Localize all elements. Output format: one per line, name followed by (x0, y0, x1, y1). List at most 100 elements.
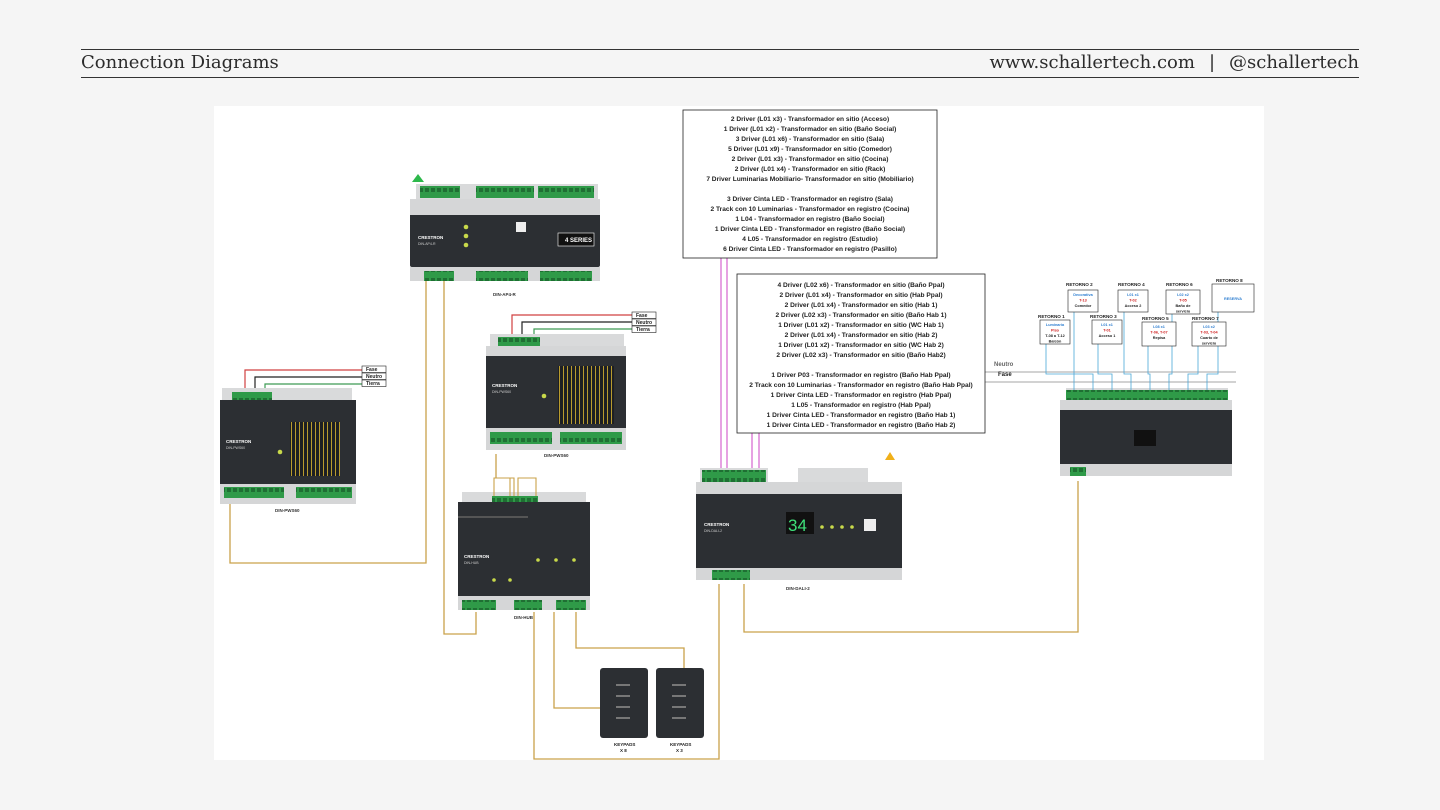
dali-model: DIN-DALI-2 (704, 529, 722, 533)
keypad-group-2: KEYPADS X 3 (656, 668, 704, 753)
website-link[interactable]: www.schallertech.com (989, 52, 1195, 73)
keypad-1-count: X 8 (620, 748, 627, 753)
retorno-l1: L03 x2 (1203, 325, 1215, 329)
status-triangle-green (412, 174, 424, 182)
hub-model: DIN-HUB (464, 561, 479, 565)
load-line: 3 Driver Cinta LED - Transformador en re… (727, 196, 893, 203)
load-line: 2 Driver (L01 x4) - Transformador en sit… (785, 302, 938, 309)
keypad-1-label: KEYPADS (614, 742, 635, 747)
bus-neutro-label: Neutro (994, 362, 1014, 368)
load-line: 1 Driver Cinta LED - Transformador en re… (767, 422, 956, 429)
dali-load-list-1: 2 Driver (L01 x3) - Transformador en sit… (682, 109, 938, 259)
retorno-l3: Comedor (1075, 304, 1092, 308)
retorno-l2: T-03, T-04 (1200, 331, 1218, 335)
retorno-box (1141, 321, 1177, 347)
retorno-wire (1097, 344, 1113, 390)
retorno-l3: Cuarto de (1200, 336, 1218, 340)
connection-diagram: CRESTRON DIN-AP4-R 4 SERIES DIN-AP4-R CR… (214, 106, 1264, 760)
device-din-pws60-left: CRESTRON DIN-PWS60 DIN-PWS60 (220, 388, 356, 513)
keypad-2-label: KEYPADS (670, 742, 691, 747)
load-line: 1 L04 - Transformador en registro (Baño … (735, 216, 884, 223)
pwleft-label: DIN-PWS60 (275, 508, 300, 513)
load-line: 4 L05 - Transformador en registro (Estud… (742, 236, 878, 243)
retorno-l1: L01 x1 (1101, 323, 1113, 327)
retorno-title: RETORNO 3 (1090, 314, 1117, 319)
load-line: 3 Driver (L01 x6) - Transformador en sit… (736, 136, 884, 143)
retorno-l1: L01 x1 (1127, 293, 1139, 297)
retorno-l2: Piso (1051, 329, 1060, 333)
bus-fase-label: Fase (998, 372, 1012, 378)
ap4-label: DIN-AP4-R (493, 292, 517, 297)
retorno-title: RETORNO 7 (1192, 316, 1219, 321)
retorno-l2: T-01 (1103, 329, 1111, 333)
load-line: 2 Driver (L02 x3) - Transformador en sit… (776, 352, 945, 359)
retorno-l1: Decorativa (1073, 293, 1093, 297)
retorno-l4: servicio (1202, 342, 1217, 346)
load-line: 2 Track con 10 Luminarias - Transformado… (749, 382, 973, 389)
label-neutro-mid: Neutro (636, 320, 652, 326)
hub-label: DIN-HUB (514, 615, 534, 620)
wire-hub-keypad-1 (553, 612, 604, 709)
load-line: 1 L05 - Transformador en registro (Hab P… (791, 402, 931, 409)
dali-brand: CRESTRON (704, 522, 729, 527)
retorno-l1: RESERVA (1224, 297, 1242, 301)
pwmid-label: DIN-PWS60 (544, 453, 569, 458)
label-tierra-mid: Tierra (636, 327, 650, 333)
retorno-l1: L02 x2 (1177, 293, 1189, 297)
device-din-hub: CRESTRON DIN-HUB DIN-HUB (458, 477, 590, 620)
ap4-model: DIN-AP4-R (418, 242, 436, 246)
retorno-l3: Baño de (1176, 304, 1191, 308)
device-din-8sw8 (980, 371, 1236, 476)
pwmid-model: DIN-PWS60 (492, 390, 511, 394)
retorno-l2: T-05 (1179, 299, 1187, 303)
load-line: 2 Driver (L01 x3) - Transformador en sit… (731, 116, 889, 123)
load-line: 2 Driver (L01 x4) - Transformador en sit… (785, 332, 938, 339)
retorno-box (1117, 289, 1149, 313)
load-line: 4 Driver (L02 x6) - Transformador en sit… (777, 282, 944, 289)
wire-hub-keypad-2 (575, 612, 685, 668)
retorno-box (1191, 321, 1227, 347)
device-din-ap4-r: CRESTRON DIN-AP4-R 4 SERIES DIN-AP4-R (410, 174, 600, 297)
retorno-wire (1123, 312, 1132, 390)
retorno-wire (1147, 346, 1151, 390)
retorno-l3: T-08 a T-12 (1045, 334, 1064, 338)
retorno-l4: servicio (1176, 310, 1191, 314)
load-line: 1 Driver (L01 x2) - Transformador en sit… (778, 342, 944, 349)
dali-display-value: 34 (788, 516, 807, 535)
ap4-series: 4 SERIES (565, 238, 592, 244)
retorno-wire (1073, 312, 1094, 390)
wire-ap4-to-hub (443, 281, 477, 635)
load-line: 7 Driver Luminarias Mobiliario- Transfor… (706, 176, 913, 183)
hub-brand: CRESTRON (464, 554, 489, 559)
header-top-rule (81, 49, 1359, 50)
retorno-l3: Acceso 2 (1125, 304, 1142, 308)
keypad-group-1: KEYPADS X 8 (600, 668, 648, 753)
retorno-box (1067, 289, 1099, 313)
load-line: 2 Track con 10 Luminarias - Transformado… (711, 206, 910, 213)
keypad-2-count: X 3 (676, 748, 683, 753)
retorno-box (1165, 289, 1201, 315)
status-triangle-yellow (885, 452, 895, 460)
device-din-dali-2: CRESTRON DIN-DALI-2 34 DIN-DALI-2 (696, 452, 902, 591)
retorno-title: RETORNO 6 (1166, 282, 1193, 287)
handle-link[interactable]: @schallertech (1229, 52, 1359, 73)
wire-hub-to-dali-keypad (533, 584, 720, 760)
retorno-l2: T-02 (1129, 299, 1137, 303)
device-din-pws60-mid: CRESTRON DIN-PWS60 DIN-PWS60 (486, 334, 626, 458)
load-line: 1 Driver P03 - Transformador en registro… (771, 372, 950, 379)
retorno-l3: Acceso 1 (1099, 334, 1116, 338)
ap4-brand: CRESTRON (418, 235, 443, 240)
pwleft-model: DIN-PWS60 (226, 446, 245, 450)
retorno-l2: T-13 (1079, 299, 1087, 303)
retorno-box (1211, 283, 1255, 313)
retorno-title: RETORNO 2 (1066, 282, 1093, 287)
label-tierra-left: Tierra (366, 381, 380, 387)
power-labels-left: Fase Neutro Tierra (361, 365, 387, 387)
